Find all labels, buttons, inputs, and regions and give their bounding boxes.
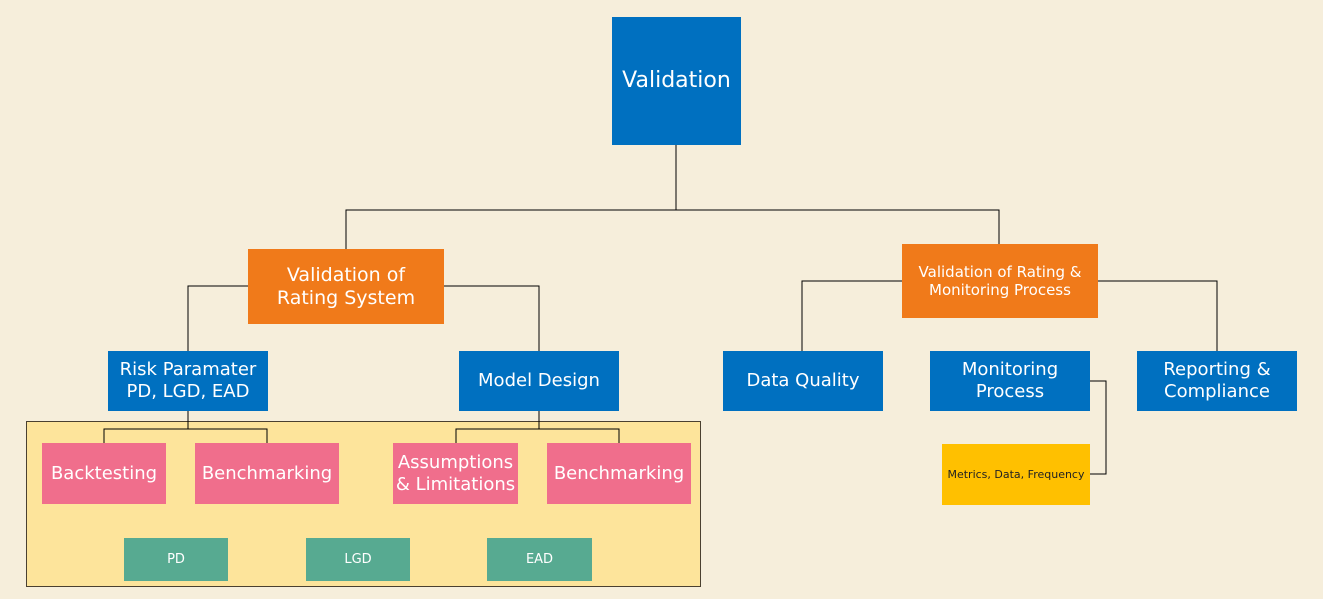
- node-ead: EAD: [487, 538, 592, 581]
- node-data-quality: Data Quality: [723, 351, 883, 411]
- connector-rating-left: [187, 285, 249, 351]
- node-validation-rating-system: Validation of Rating System: [248, 249, 444, 324]
- node-validation: Validation: [612, 17, 741, 145]
- node-backtesting: Backtesting: [42, 443, 166, 504]
- node-pd: PD: [124, 538, 228, 581]
- connector-monitoring-right: [1097, 280, 1218, 351]
- connector-model-bar: [455, 428, 620, 443]
- node-reporting-compliance: Reporting & Compliance: [1137, 351, 1297, 411]
- node-risk-parameter: Risk Paramater PD, LGD, EAD: [108, 351, 268, 411]
- connector-monitoring-left: [801, 280, 903, 351]
- node-model-design: Model Design: [459, 351, 619, 411]
- node-monitoring-process: Monitoring Process: [930, 351, 1090, 411]
- node-validation-rating-monitoring: Validation of Rating & Monitoring Proces…: [902, 244, 1098, 318]
- node-benchmarking-2: Benchmarking: [547, 443, 691, 504]
- connector-level2-bar: [345, 209, 1000, 250]
- connector-rating-right: [443, 285, 540, 351]
- node-benchmarking-1: Benchmarking: [195, 443, 339, 504]
- node-lgd: LGD: [306, 538, 410, 581]
- node-assumptions-limitations: Assumptions & Limitations: [393, 443, 518, 504]
- node-metrics-data-frequency: Metrics, Data, Frequency: [942, 444, 1090, 505]
- connector-metrics: [1090, 380, 1107, 475]
- connector-risk-bar: [103, 428, 268, 443]
